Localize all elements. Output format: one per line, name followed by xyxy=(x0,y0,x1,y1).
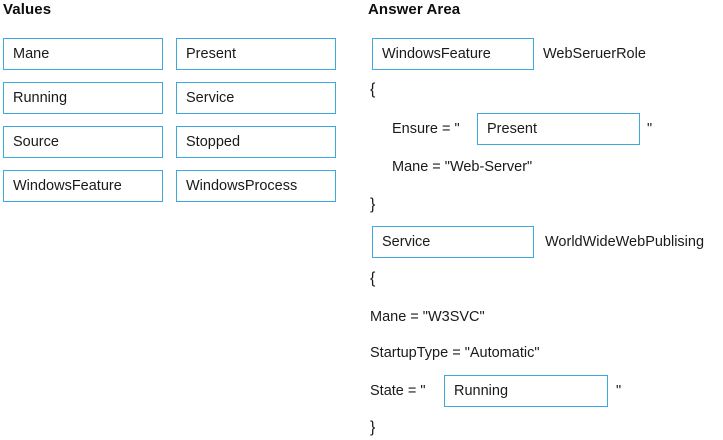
value-token-label: Mane xyxy=(13,45,50,62)
dropzone-value: Running xyxy=(454,382,509,399)
code-mane-w3svc: Mane = "W3SVC" xyxy=(370,309,485,325)
value-token-windowsfeature[interactable]: WindowsFeature xyxy=(3,170,163,202)
dropzone-state-value[interactable]: Running xyxy=(444,375,608,407)
value-token-label: Present xyxy=(186,45,236,62)
value-token-source[interactable]: Source xyxy=(3,126,163,158)
answer-area-title: Answer Area xyxy=(368,1,461,18)
value-token-present[interactable]: Present xyxy=(176,38,336,70)
value-token-label: Running xyxy=(13,89,68,106)
resource-name-label-1: WebSeruerRole xyxy=(543,46,646,62)
code-close-brace-2: } xyxy=(370,419,376,436)
value-token-service[interactable]: Service xyxy=(176,82,336,114)
value-token-label: Source xyxy=(13,133,59,150)
code-open-brace-1: { xyxy=(370,81,376,98)
dropzone-resource-type-2[interactable]: Service xyxy=(372,226,534,258)
dropzone-value: WindowsFeature xyxy=(382,45,491,62)
value-token-stopped[interactable]: Stopped xyxy=(176,126,336,158)
value-token-windowsprocess[interactable]: WindowsProcess xyxy=(176,170,336,202)
dropzone-value: Present xyxy=(487,120,537,137)
resource-name-label-2: WorldWideWebPublising xyxy=(545,234,705,250)
value-token-mane[interactable]: Mane xyxy=(3,38,163,70)
code-ensure-prefix: Ensure = " xyxy=(392,121,460,137)
dropzone-ensure-value[interactable]: Present xyxy=(477,113,640,145)
code-state-prefix: State = " xyxy=(370,383,426,399)
code-close-brace-1: } xyxy=(370,196,376,213)
code-open-brace-2: { xyxy=(370,270,376,287)
value-token-label: WindowsFeature xyxy=(13,177,122,194)
dropzone-resource-type-1[interactable]: WindowsFeature xyxy=(372,38,534,70)
code-state-suffix: " xyxy=(616,383,622,399)
values-panel-title: Values xyxy=(3,1,52,18)
value-token-running[interactable]: Running xyxy=(3,82,163,114)
dropzone-value: Service xyxy=(382,233,431,250)
code-mane-webserver: Mane = "Web-Server" xyxy=(392,159,533,175)
value-token-label: Service xyxy=(186,89,235,106)
value-token-label: Stopped xyxy=(186,133,241,150)
value-token-label: WindowsProcess xyxy=(186,177,298,194)
code-ensure-suffix: " xyxy=(647,121,653,137)
code-startuptype: StartupType = "Automatic" xyxy=(370,345,540,361)
